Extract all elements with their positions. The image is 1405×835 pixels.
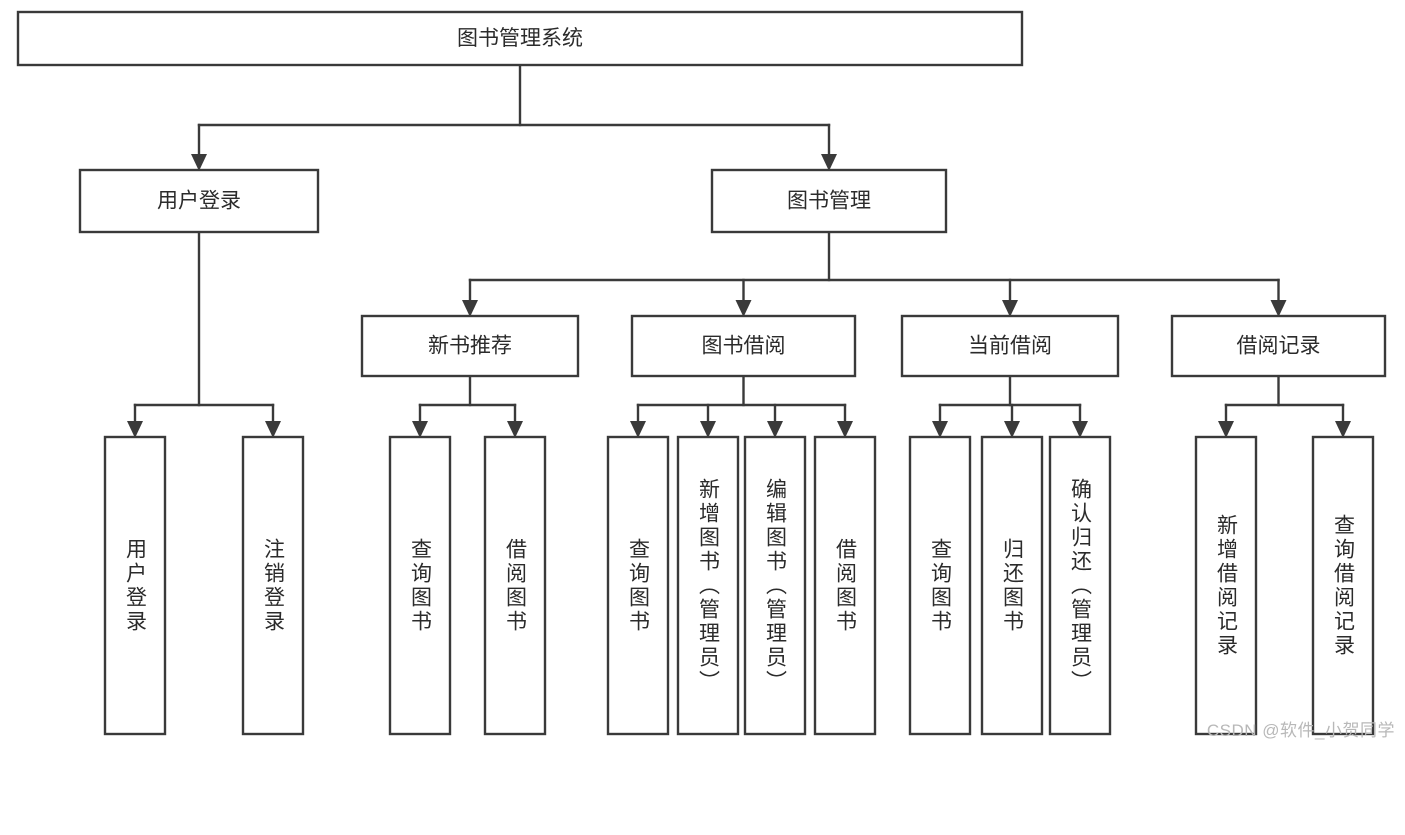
node-label-current-borrow: 当前借阅 [968,335,1052,358]
arrow-head-leaf-logout [265,421,281,438]
node-box-leaf-confirm-return[interactable] [1048,435,1112,736]
node-box-leaf-query-book-cur[interactable] [908,435,972,736]
arrow-head-new-book-rec [462,300,478,317]
arrow-head-leaf-edit-book [767,421,783,438]
arrow-head-user-login [191,154,207,171]
arrow-head-book-manage [821,154,837,171]
arrow-head-leaf-confirm-return [1072,421,1088,438]
node-box-leaf-edit-book[interactable] [743,435,807,736]
node-box-current-borrow[interactable] [900,314,1120,378]
node-box-borrow-record[interactable] [1170,314,1387,378]
node-box-user-login[interactable] [78,168,320,234]
node-box-leaf-borrow-book-rec[interactable] [483,435,547,736]
node-box-leaf-query-book-rec[interactable] [388,435,452,736]
diagram-root: 图书管理系统用户登录图书管理新书推荐图书借阅当前借阅借阅记录 用户登录注销登录查… [16,10,1395,740]
node-label-book-borrow: 图书借阅 [702,335,786,358]
node-box-leaf-query-book-bor[interactable] [606,435,670,736]
watermark: CSDN @软件_小贺同学 [1206,721,1395,740]
node-box-leaf-borrow-book-bor[interactable] [813,435,877,736]
node-box-book-borrow[interactable] [630,314,857,378]
arrow-head-current-borrow [1002,300,1018,317]
node-box-leaf-add-book[interactable] [676,435,740,736]
node-box-leaf-query-record[interactable] [1311,435,1375,736]
node-box-leaf-user-login[interactable] [103,435,167,736]
node-box-leaf-add-record[interactable] [1194,435,1258,736]
arrow-head-leaf-query-record [1335,421,1351,438]
arrow-head-leaf-query-book-bor [630,421,646,438]
arrow-head-book-borrow [735,300,752,317]
edge-layer [127,63,1351,438]
node-label-user-login: 用户登录 [157,190,241,213]
arrow-head-leaf-add-book [700,421,716,438]
node-label-new-book-rec: 新书推荐 [428,335,512,358]
node-label-book-manage: 图书管理 [787,190,871,213]
arrow-head-leaf-add-record [1218,421,1234,438]
node-box-book-manage[interactable] [710,168,948,234]
arrow-head-leaf-query-book-cur [932,421,948,438]
node-box-root[interactable] [16,10,1024,67]
arrow-head-leaf-borrow-book-bor [837,421,853,438]
node-label-root: 图书管理系统 [457,27,583,50]
arrow-head-leaf-borrow-book-rec [507,421,523,438]
node-box-leaf-return-book[interactable] [980,435,1044,736]
arrow-head-borrow-record [1270,300,1287,317]
arrow-head-leaf-user-login [127,421,143,438]
arrow-head-leaf-return-book [1004,421,1020,438]
arrow-head-leaf-query-book-rec [412,421,428,438]
node-label-borrow-record: 借阅记录 [1237,335,1321,358]
node-box-leaf-logout[interactable] [241,435,305,736]
node-box-new-book-rec[interactable] [360,314,580,378]
box-layer [16,10,1387,736]
